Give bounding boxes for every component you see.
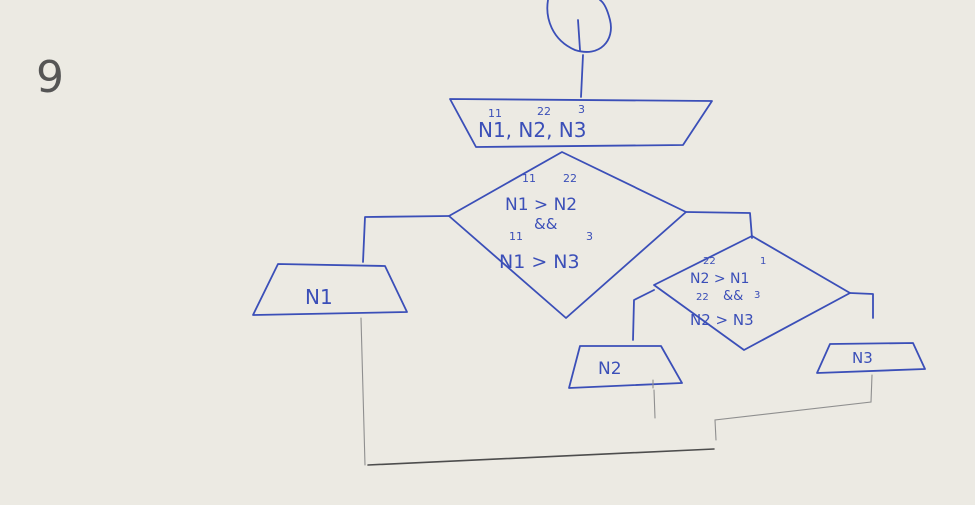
- problem-number: 9: [36, 52, 64, 103]
- input-test-value-1: 11: [488, 107, 502, 120]
- decision-1-test-value-a: 11: [522, 172, 536, 185]
- merge-line-bottom: [367, 448, 715, 466]
- output-n3-label: N3: [852, 349, 873, 367]
- merge-line-n3: [714, 374, 873, 441]
- merge-line-n2: [653, 389, 656, 419]
- input-test-value-3: 3: [578, 103, 585, 116]
- output-n1-shape: [252, 263, 408, 316]
- decision-1-line-3: N1 > N3: [499, 251, 580, 273]
- decision-2-line-3: N2 > N3: [690, 311, 754, 329]
- start-terminal: [546, 0, 612, 53]
- decision-2-diamond: [653, 235, 851, 351]
- decision-2-test-value-a: 22: [703, 256, 716, 267]
- decision-1-line-2: &&: [534, 215, 558, 233]
- decision-2-test-value-c: 22: [696, 292, 709, 303]
- decision-1-yes-line: [362, 215, 450, 263]
- decision-1-line-1: N1 > N2: [505, 195, 577, 215]
- input-test-value-2: 22: [537, 105, 551, 118]
- decision-2-yes-line: [632, 289, 655, 341]
- decision-2-line-1: N2 > N1: [690, 271, 749, 287]
- output-n3-shape: [816, 342, 926, 374]
- start-arrow: [577, 19, 581, 51]
- output-n2-label: N2: [598, 359, 622, 379]
- output-n1-label: N1: [305, 285, 333, 309]
- decision-1-test-value-b: 22: [563, 172, 577, 185]
- decision-2-test-value-b: 1: [760, 256, 766, 267]
- decision-2-test-value-d: 3: [754, 290, 760, 301]
- connector-start-input: [580, 54, 584, 98]
- decision-1-test-value-c: 11: [509, 230, 523, 243]
- input-shape: [449, 98, 713, 148]
- input-variables: N1, N2, N3: [478, 118, 587, 142]
- decision-1-test-value-d: 3: [586, 230, 593, 243]
- decision-1-diamond: [448, 151, 687, 319]
- decision-1-no-line: [685, 211, 753, 239]
- output-n2-shape: [568, 345, 683, 389]
- merge-line-n1: [360, 317, 366, 466]
- decision-2-no-line: [849, 292, 874, 319]
- decision-2-line-2: &&: [723, 289, 743, 304]
